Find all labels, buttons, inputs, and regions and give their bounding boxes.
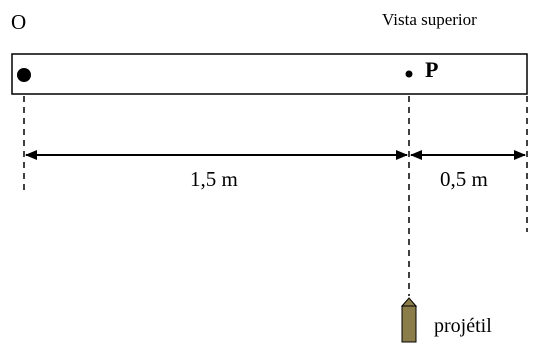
origin-label: O [11,10,27,34]
pivot-dot [17,68,31,82]
point-p-label: P [425,57,439,82]
distance-p-end-label: 0,5 m [440,167,488,191]
projectile-icon [400,297,418,343]
projectile-label: projétil [434,315,492,337]
view-caption: Vista superior [382,10,477,29]
distance-op-label: 1,5 m [190,167,238,191]
point-p-dot [405,70,413,78]
rod [11,53,528,95]
